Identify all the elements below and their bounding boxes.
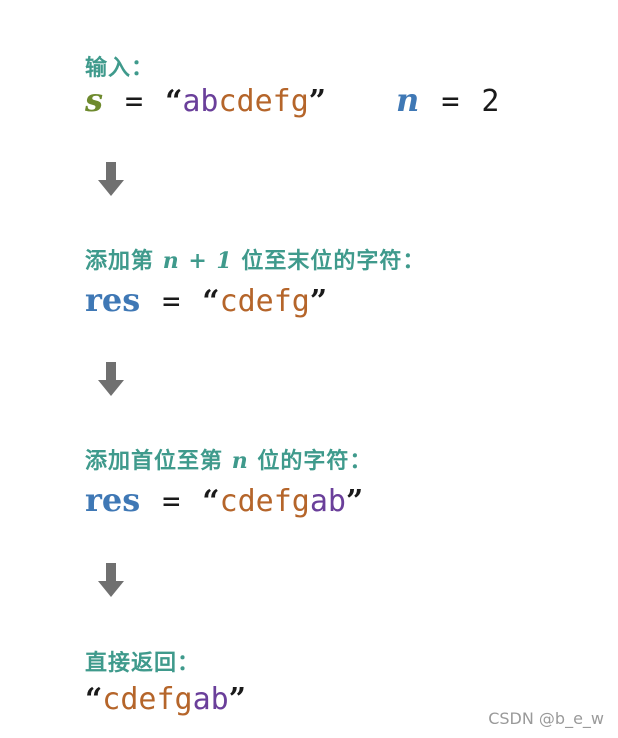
variable-s: s (85, 81, 104, 119)
step3-heading-math: n (231, 448, 249, 474)
equals-sign: = (441, 84, 460, 119)
open-quote: “ (85, 682, 103, 717)
string-part-ab: ab (192, 682, 229, 717)
step3-heading-suffix: 位的字符： (257, 449, 373, 474)
step2-expression: res = “cdefg” (85, 280, 327, 322)
string-cdefg: cdefg (219, 284, 310, 319)
down-arrow-icon (98, 362, 124, 396)
step3-heading-prefix: 添加首位至第 (85, 449, 224, 474)
equals-sign: = (162, 484, 181, 519)
equals-sign: = (162, 284, 181, 319)
variable-res: res (85, 481, 141, 519)
close-quote: ” (308, 84, 327, 119)
equals-sign: = (125, 84, 144, 119)
variable-n: n (396, 81, 420, 119)
string-part-cdefg: cdefg (218, 84, 309, 119)
step3-expression: res = “cdefgab” (85, 480, 363, 522)
step4-heading: 直接返回： (85, 651, 201, 676)
variable-res: res (85, 281, 141, 319)
string-part-ab: ab (309, 484, 346, 519)
step2-heading: 添加第 n + 1 位至末位的字符： (85, 243, 425, 275)
close-quote: ” (228, 682, 246, 717)
close-quote: ” (309, 284, 328, 319)
step4-expression: “cdefgab” (85, 680, 246, 720)
open-quote: “ (202, 284, 220, 319)
step2-heading-suffix: 位至末位的字符： (241, 249, 426, 274)
close-quote: ” (346, 484, 364, 519)
step2-heading-prefix: 添加第 (85, 249, 155, 274)
step1-heading: 输入： (85, 56, 155, 81)
n-value: 2 (481, 84, 500, 119)
step2-heading-math: n + 1 (162, 248, 233, 274)
string-part-cdefg: cdefg (102, 682, 193, 717)
watermark: CSDN @b_e_w (488, 709, 604, 728)
step1-expression: s = “abcdefg” n = 2 (85, 80, 499, 122)
open-quote: “ (202, 484, 220, 519)
down-arrow-icon (98, 563, 124, 597)
step3-heading: 添加首位至第 n 位的字符： (85, 443, 372, 475)
down-arrow-icon (98, 162, 124, 196)
open-quote: “ (165, 84, 183, 119)
string-part-ab: ab (182, 84, 219, 119)
string-part-cdefg: cdefg (219, 484, 310, 519)
